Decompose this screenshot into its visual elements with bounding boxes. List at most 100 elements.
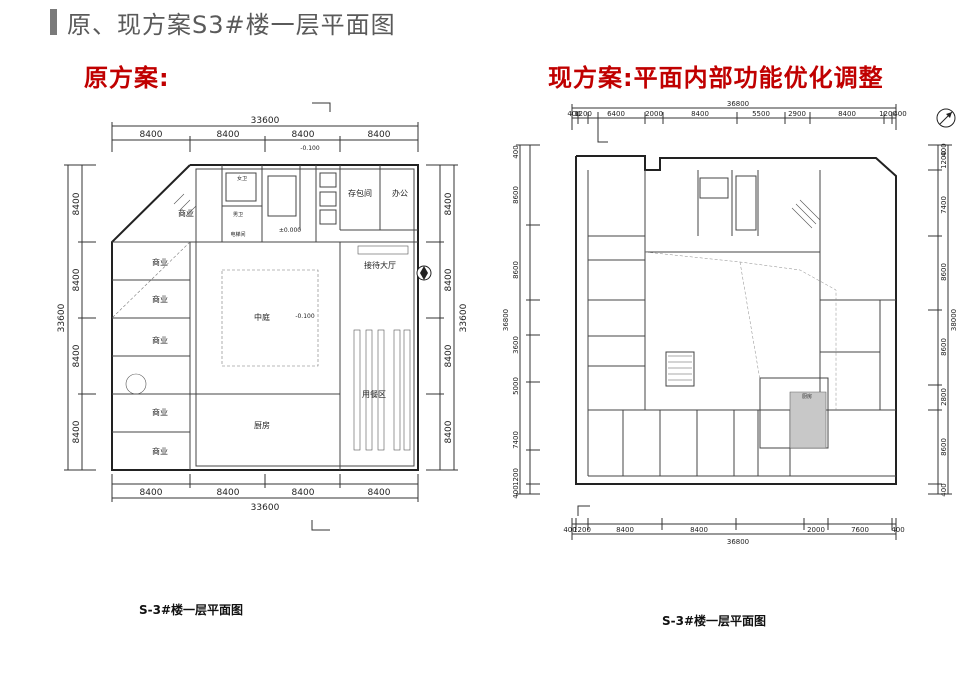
dim-bottom: 1200 bbox=[573, 526, 591, 534]
dim-bottom-total: 33600 bbox=[251, 503, 280, 513]
room-shop: 商业 bbox=[152, 294, 168, 304]
room-storage: 存包间 bbox=[348, 188, 372, 198]
dim-left: 8600 bbox=[512, 186, 520, 204]
original-interior-walls bbox=[112, 165, 418, 470]
dim-left: 7400 bbox=[512, 431, 520, 449]
current-stairs bbox=[668, 199, 821, 381]
room-reception: 接待大厅 bbox=[364, 260, 396, 270]
dim-top: 400 bbox=[567, 110, 580, 118]
left-heading: 原方案: bbox=[84, 64, 170, 92]
dim-right-total: 33600 bbox=[459, 303, 469, 332]
right-caption: S-3#楼一层平面图 bbox=[662, 614, 767, 628]
dim-left: 1200 bbox=[512, 468, 520, 486]
level-mark: -0.100 bbox=[295, 313, 315, 320]
dim-left: 8600 bbox=[512, 261, 520, 279]
level-mark: -0.100 bbox=[300, 145, 320, 152]
dim-right-total: 38000 bbox=[950, 309, 958, 331]
room-shop: 商业 bbox=[152, 335, 168, 345]
dim-bottom: 8400 bbox=[292, 488, 315, 498]
dim-right: 400 bbox=[940, 143, 948, 156]
current-interior-walls bbox=[587, 170, 896, 477]
original-floor-plan: 33600 8400 8400 8400 8400 8400 8400 8400… bbox=[57, 102, 469, 531]
room-shop: 商业 bbox=[152, 446, 168, 456]
original-room-labels: 商业 商业 商业 商业 商业 商业 中庭 厨房 接待大厅 用餐区 存包间 办公 … bbox=[152, 145, 408, 456]
dim-bottom: 8400 bbox=[616, 526, 634, 534]
dim-top: 5500 bbox=[752, 110, 770, 118]
current-room-labels: 厨房 bbox=[802, 393, 812, 400]
dim-right: 8400 bbox=[444, 268, 454, 291]
dim-bottom: 400 bbox=[563, 526, 576, 534]
current-dashed-outline bbox=[644, 251, 837, 410]
current-dimension-lines bbox=[516, 104, 952, 540]
room-kitchen: 厨房 bbox=[802, 393, 812, 400]
dim-bottom-total: 36800 bbox=[727, 538, 749, 546]
dim-left: 400 bbox=[512, 485, 520, 498]
room-shop-top: 商业 bbox=[178, 208, 194, 218]
dim-top: 1200 bbox=[879, 110, 897, 118]
dim-right: 7400 bbox=[940, 196, 948, 214]
dim-right: 2800 bbox=[940, 388, 948, 406]
dim-bottom: 8400 bbox=[368, 488, 391, 498]
dim-top: 2000 bbox=[645, 110, 663, 118]
dim-right: 8600 bbox=[940, 263, 948, 281]
original-dimension-lines bbox=[64, 102, 458, 531]
dim-right: 8600 bbox=[940, 438, 948, 456]
original-atrium-outline bbox=[111, 241, 319, 367]
dim-left: 5000 bbox=[512, 377, 520, 395]
dim-left: 8400 bbox=[72, 192, 82, 215]
title-marker bbox=[50, 9, 57, 35]
room-men-wc: 男卫 bbox=[233, 212, 243, 218]
dim-top: 6400 bbox=[607, 110, 625, 118]
current-kitchen-fill bbox=[789, 391, 827, 449]
dim-top: 8400 bbox=[140, 130, 163, 140]
dim-top: 400 bbox=[893, 110, 906, 118]
room-women-wc: 女卫 bbox=[237, 175, 247, 182]
dim-left-total: 33600 bbox=[57, 303, 67, 332]
dim-left: 8400 bbox=[72, 268, 82, 291]
dim-top: 8400 bbox=[217, 130, 240, 140]
original-dimension-labels: 33600 8400 8400 8400 8400 8400 8400 8400… bbox=[57, 116, 469, 513]
room-electric: 电梯间 bbox=[230, 231, 245, 238]
dim-top: 8400 bbox=[292, 130, 315, 140]
left-caption: S-3#楼一层平面图 bbox=[139, 603, 244, 617]
dim-bottom: 7600 bbox=[851, 526, 869, 534]
dim-left-total: 36800 bbox=[502, 309, 510, 331]
room-dining: 用餐区 bbox=[362, 390, 386, 399]
room-shop: 商业 bbox=[152, 407, 168, 417]
dim-left: 3600 bbox=[512, 336, 520, 354]
current-walls bbox=[575, 155, 897, 485]
dim-right: 400 bbox=[940, 483, 948, 496]
page-title: 原、现方案S3#楼一层平面图 bbox=[67, 10, 396, 39]
dim-bottom: 400 bbox=[891, 526, 904, 534]
section-marker-icon bbox=[416, 265, 432, 281]
room-kitchen: 厨房 bbox=[254, 420, 270, 430]
dim-bottom: 2000 bbox=[807, 526, 825, 534]
dim-top: 8400 bbox=[368, 130, 391, 140]
dim-right: 8400 bbox=[444, 344, 454, 367]
original-furniture bbox=[125, 193, 411, 451]
current-dimension-labels: 36800 400 1200 6400 2000 8400 5500 2900 … bbox=[502, 100, 958, 546]
room-office: 办公 bbox=[392, 188, 408, 198]
dim-top: 2900 bbox=[788, 110, 806, 118]
dim-right: 8600 bbox=[940, 338, 948, 356]
dim-top-total: 33600 bbox=[251, 116, 280, 126]
title-bar: 原、现方案S3#楼一层平面图 bbox=[50, 6, 396, 39]
dim-right: 8400 bbox=[444, 192, 454, 215]
room-shop: 商业 bbox=[152, 257, 168, 267]
dim-right: 8400 bbox=[444, 420, 454, 443]
dim-top: 1200 bbox=[574, 110, 592, 118]
dim-left: 8400 bbox=[72, 420, 82, 443]
north-arrow-icon bbox=[936, 108, 956, 128]
dim-left: 400 bbox=[512, 145, 520, 158]
dim-bottom: 8400 bbox=[140, 488, 163, 498]
dim-top: 8400 bbox=[691, 110, 709, 118]
dim-top: 8400 bbox=[838, 110, 856, 118]
dim-left: 8400 bbox=[72, 344, 82, 367]
dim-top-total: 36800 bbox=[727, 100, 749, 108]
level-mark: ±0.000 bbox=[279, 227, 301, 234]
right-heading: 现方案:平面内部功能优化调整 bbox=[548, 64, 884, 92]
room-atrium: 中庭 bbox=[254, 312, 270, 322]
dim-bottom: 8400 bbox=[217, 488, 240, 498]
dim-right: 1200 bbox=[940, 151, 948, 169]
dim-bottom: 8400 bbox=[690, 526, 708, 534]
